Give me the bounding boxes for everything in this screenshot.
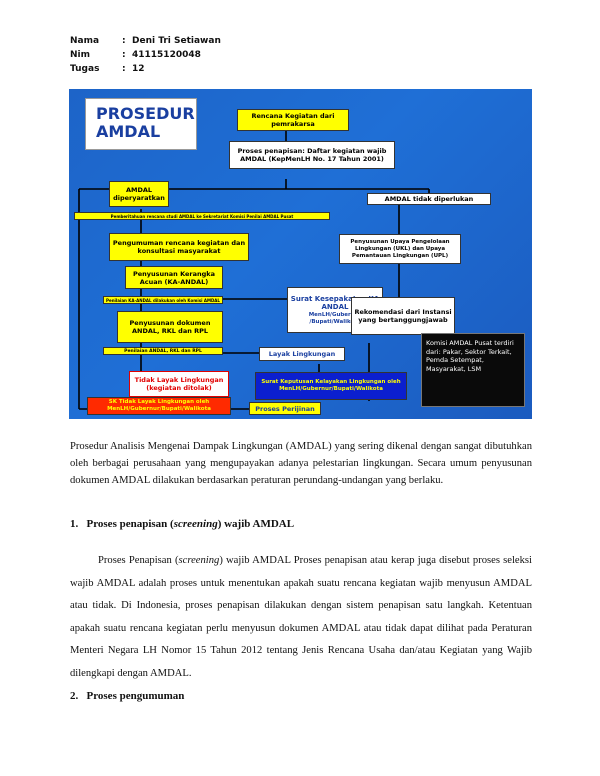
header-row-nama: Nama: Deni Tri Setiawan	[70, 36, 221, 46]
box-amdal-tidak-diperlukan: AMDAL tidak diperlukan	[367, 193, 491, 205]
box-dokumen-andal: Penyusunan dokumen ANDAL, RKL dan RPL	[117, 311, 223, 343]
section1-title-b: ) wajib AMDAL	[217, 518, 295, 530]
header-key: Tugas	[70, 64, 100, 74]
header-colon: :	[122, 50, 126, 60]
section2-heading: 2. Proses pengumuman	[70, 690, 184, 702]
box-rekomendasi: Rekomendasi dari Instansi yang bertanggu…	[351, 297, 455, 335]
figure-title-line2: AMDAL	[96, 122, 161, 141]
header-row-nim: Nim:41115120048	[70, 50, 201, 60]
box-amdal-diperyaratkan: AMDAL diperyaratkan	[109, 181, 169, 207]
surat-ka-sub: MenLH/Gubernur /Bupati/Walikota	[308, 311, 362, 325]
box-proses-perijinan: Proses Perijinan	[249, 402, 321, 415]
box-layak: Layak Lingkungan	[259, 347, 345, 361]
box-surat-keputusan: Surat Keputusan Kelayakan Lingkungan ole…	[255, 372, 407, 400]
intro-paragraph: Prosedur Analisis Mengenai Dampak Lingku…	[70, 441, 532, 486]
figure-title-line1: PROSEDUR	[96, 104, 195, 123]
box-pemberitahuan: Pemberitahuan rencana studi AMDAL ke Sek…	[74, 212, 330, 220]
section1-p-em: screening	[178, 555, 220, 566]
header-value: Deni Tri Setiawan	[132, 36, 221, 46]
komisi-amdal-note: Komisi AMDAL Pusat terdiri dari: Pakar, …	[421, 333, 525, 407]
amdal-flowchart: PROSEDUR AMDAL Rencana Kegiatan dari pem…	[69, 89, 532, 419]
section1-p-b: ) wajib AMDAL Proses penapisan atau kera…	[70, 555, 532, 679]
section1-title-a: Proses penapisan (	[86, 518, 174, 530]
section1-title-em: screening	[173, 518, 218, 530]
section2-number: 2.	[70, 690, 79, 702]
box-kerangka-acuan: Penyusunan Kerangka Acuan (KA-ANDAL)	[125, 266, 223, 289]
section1-p-a: Proses Penapisan (	[98, 555, 179, 566]
box-penilaian-andal: Penilaian ANDAL, RKL dan RPL	[103, 347, 223, 355]
box-rencana: Rencana Kegiatan dari pemrakarsa	[237, 109, 349, 131]
section2-title: Proses pengumuman	[86, 690, 185, 702]
header-key: Nim	[70, 50, 90, 60]
figure-title: PROSEDUR AMDAL	[85, 98, 197, 150]
box-ukl-upl: Penyusunan Upaya Pengelolaan Lingkungan …	[339, 234, 461, 264]
box-penapisan: Proses penapisan: Daftar kegiatan wajib …	[229, 141, 395, 169]
box-pengumuman: Pengumuman rencana kegiatan dan konsulta…	[109, 233, 249, 261]
surat-ka-title: Surat Kesepakatan KA ANDAL	[290, 294, 380, 312]
header-row-tugas: Tugas:12	[70, 64, 145, 74]
header-value: 41115120048	[132, 50, 201, 60]
section1-heading: 1. Proses penapisan (screening) wajib AM…	[70, 518, 294, 530]
box-tidak-layak: Tidak Layak Lingkungan (kegiatan ditolak…	[129, 371, 229, 397]
header-colon: :	[122, 36, 126, 46]
header-value: 12	[132, 64, 145, 74]
section1-paragraph: Proses Penapisan (screening) wajib AMDAL…	[70, 550, 532, 685]
box-sk-tidak-layak: SK Tidak Layak Lingkungan oleh MenLH/Gub…	[87, 397, 231, 415]
box-penilaian-ka: Penilaian KA-ANDAL dilakukan oleh Komisi…	[103, 296, 223, 304]
header-key: Nama	[70, 36, 100, 46]
section1-number: 1.	[70, 518, 79, 530]
header-colon: :	[122, 64, 126, 74]
